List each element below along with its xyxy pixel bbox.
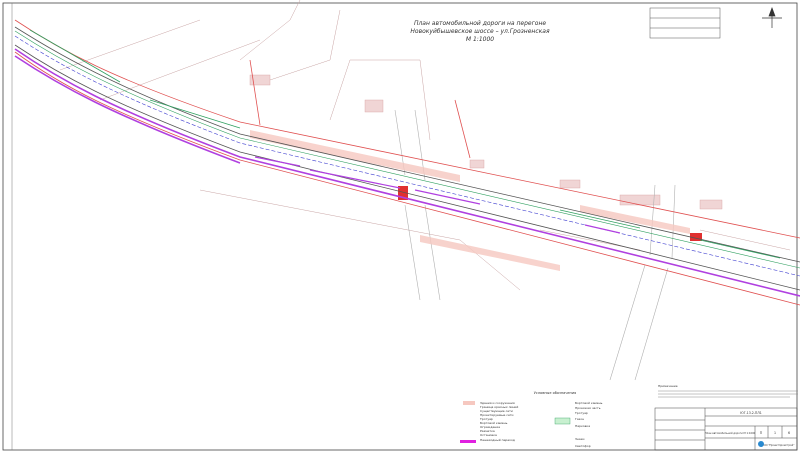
red-marker — [690, 233, 702, 241]
legend-item: Остановка — [480, 433, 497, 437]
stamp-sheets: 6 — [788, 431, 790, 435]
surroundings — [59, 0, 791, 291]
legend-item: Бортовой камень — [575, 401, 603, 405]
road — [14, 26, 800, 297]
legend-item: Парковка — [575, 424, 590, 428]
legend-title: Условные обозначения — [534, 391, 576, 395]
red-lines — [14, 19, 800, 306]
notes-text — [658, 390, 798, 398]
legend-item: Проезжая часть — [575, 406, 601, 410]
title-line-3: М 1:1000 — [466, 36, 494, 43]
buildings — [249, 74, 723, 210]
red-marker — [398, 186, 408, 200]
title-line-1: План автомобильной дороги на перегоне — [414, 20, 546, 27]
drawing-title: План автомобильной дороги на перегоне Но… — [410, 20, 550, 43]
legend-item: Ограждение — [480, 425, 500, 429]
company-logo-icon — [758, 441, 764, 447]
legend-item: Граница красных линий — [480, 405, 518, 409]
legend-item: Тротуар — [574, 411, 588, 415]
north-arrow-icon — [762, 7, 782, 28]
cross-streets — [394, 109, 676, 381]
stamp-code: ЮГ.13.2-ПЛ1 — [740, 411, 761, 415]
legend-item: Здания и сооружения — [480, 401, 515, 405]
stamp-sheet-title: План автомобильной дороги М 1:1000 — [705, 431, 756, 435]
pink-zones — [250, 130, 690, 271]
legend: Условные обозначения Здания и сооружения… — [460, 391, 603, 448]
legend-item: Бортовой камень — [480, 421, 508, 425]
legend-item: Знаки — [575, 437, 585, 441]
title-block — [654, 407, 798, 451]
bus-bays — [254, 156, 621, 234]
stamp-stage: П — [760, 431, 763, 435]
notes-title: Примечание — [658, 384, 678, 388]
stamp-company: ООО "Проектпромстрой" — [762, 443, 795, 447]
green-strips — [29, 29, 781, 259]
legend-item: Светофор — [575, 444, 591, 448]
title-line-2: Новокуйбышевское шоссе – ул.Грозненская — [410, 28, 550, 35]
legend-item: Пешеходный переход — [480, 438, 515, 442]
legend-item: Разметка — [480, 429, 495, 433]
legend-item: Тротуар — [479, 417, 493, 421]
legend-item: Проектируемые сети — [480, 413, 514, 417]
legend-item: Существующие сети — [480, 409, 513, 413]
tie-in-table — [649, 7, 721, 39]
stamp-sheet: 1 — [774, 431, 776, 435]
legend-item: Газон — [575, 417, 584, 421]
